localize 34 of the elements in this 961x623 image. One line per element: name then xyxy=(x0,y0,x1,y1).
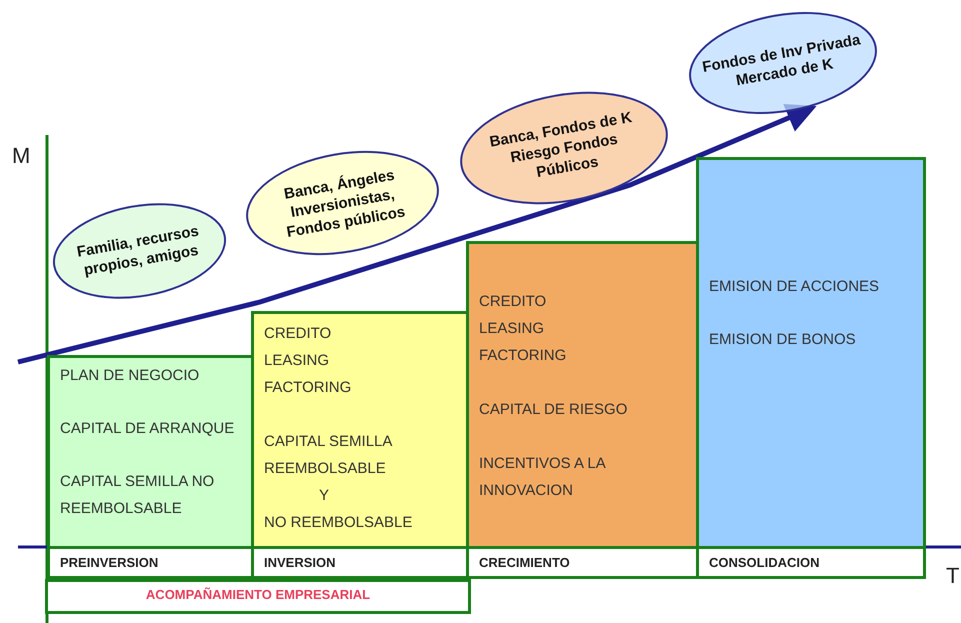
instrument-text: FACTORING xyxy=(264,378,352,398)
stage-bar xyxy=(466,241,699,549)
instrument-text: CREDITO xyxy=(264,324,332,344)
stage-name: INVERSION xyxy=(264,555,336,570)
stage-label xyxy=(696,546,926,579)
stage-bar xyxy=(696,157,926,549)
instrument-text: CAPITAL DE RIESGO xyxy=(479,400,628,420)
instrument-text: CAPITAL SEMILLA REEMBOLSABLE xyxy=(264,432,394,479)
funding-source-text: Banca, Ángeles Inversionistas, Fondos públicos xyxy=(282,165,408,242)
instrument-text: FACTORING xyxy=(479,346,568,366)
instrument-text: PLAN DE NEGOCIO xyxy=(60,366,200,386)
stage-bar xyxy=(47,355,254,549)
instrument-text: CAPITAL SEMILLA NO REEMBOLSABLE xyxy=(60,472,216,519)
stage-bar xyxy=(251,311,469,549)
instrument-text: LEASING xyxy=(479,319,546,339)
instrument-text: CREDITO xyxy=(479,292,548,312)
stage-label xyxy=(47,546,254,579)
instrument-text: INCENTIVOS A LA INNOVACION xyxy=(479,454,606,501)
stage-name: PREINVERSION xyxy=(60,555,158,570)
stage-name: CONSOLIDACION xyxy=(709,555,820,570)
funding-source-text: Banca, Fondos de K Riesgo Fondos Públicos xyxy=(487,107,634,182)
support-band xyxy=(45,579,471,614)
instrument-text: EMISION DE ACCIONES xyxy=(709,277,880,297)
funding-source-text: Familia, recursos propios, amigos xyxy=(74,222,202,281)
funding-source-text: Fondos de Inv Privada Mercado de K xyxy=(700,30,863,92)
instrument-text: NO REEMBOLSABLE xyxy=(264,513,414,533)
instrument-text: Y xyxy=(318,486,330,506)
axis-label: T xyxy=(946,563,960,589)
support-text: ACOMPAÑAMIENTO EMPRESARIAL xyxy=(146,587,370,602)
instrument-text: EMISION DE BONOS xyxy=(709,330,857,350)
stage-name: CRECIMIENTO xyxy=(479,555,570,570)
instrument-text: LEASING xyxy=(264,351,330,371)
instrument-text: CAPITAL DE ARRANQUE xyxy=(60,419,236,439)
axis-label: M xyxy=(12,143,30,169)
